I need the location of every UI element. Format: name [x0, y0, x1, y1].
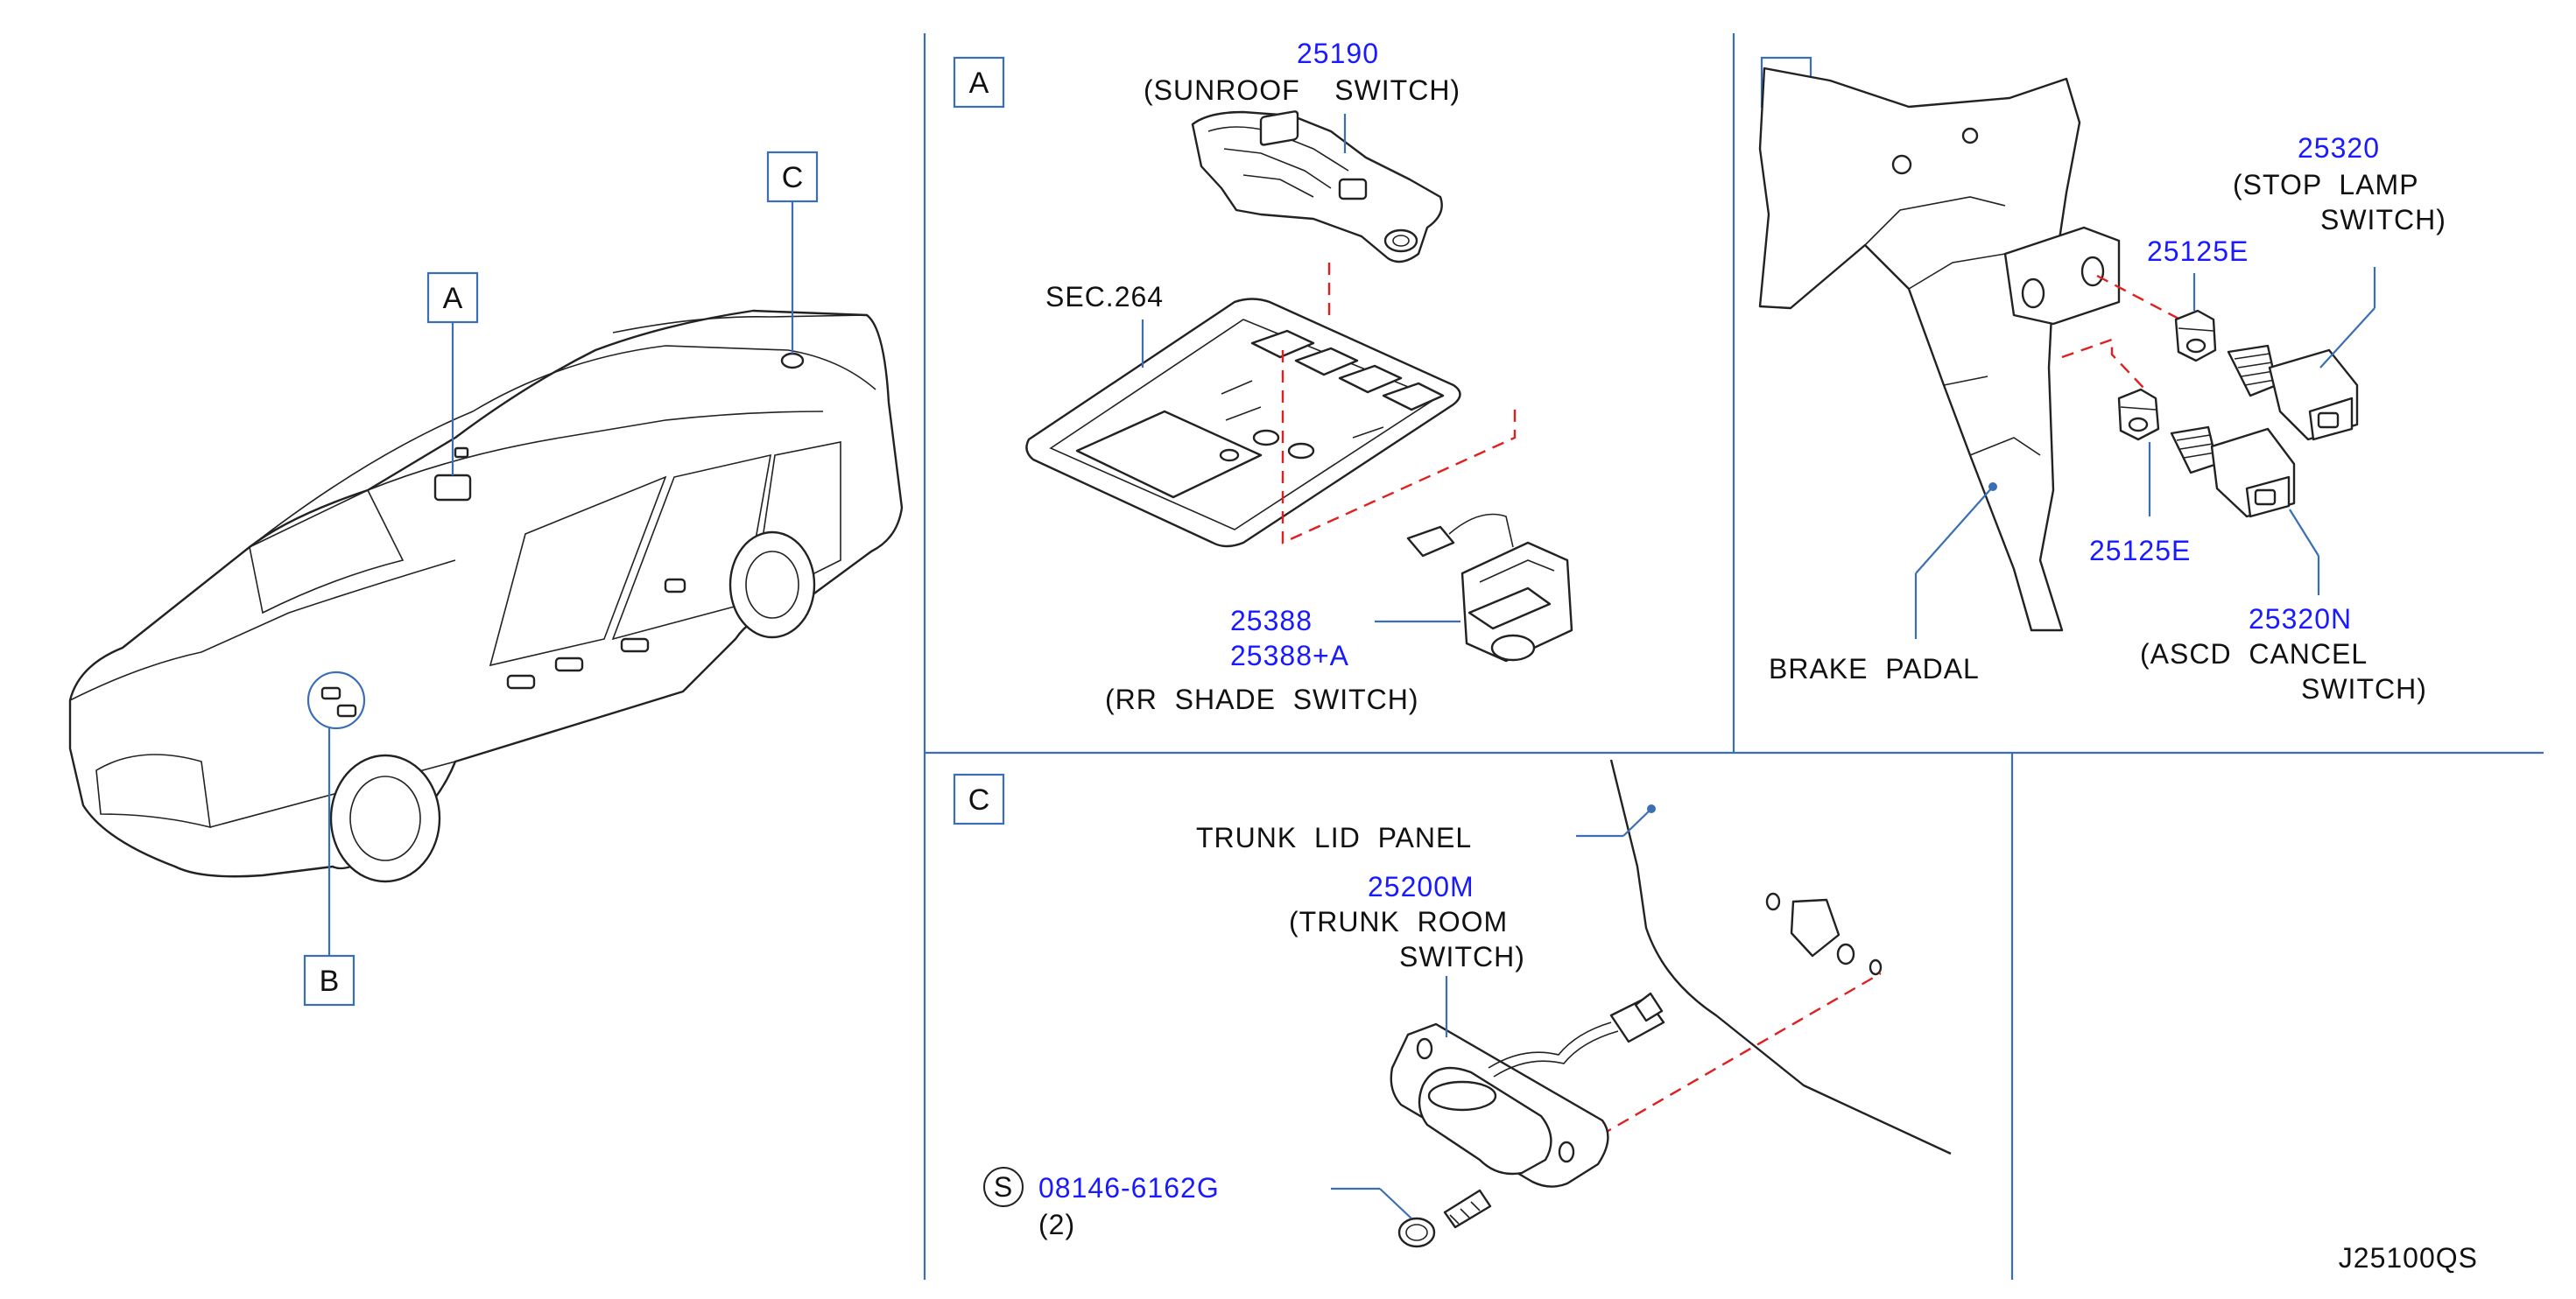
trunk-room-switch-label-line2: SWITCH) — [1399, 941, 1525, 972]
trunk-room-switch-part[interactable] — [1390, 992, 1665, 1188]
rear-shade-switch-part-number-alt[interactable]: 25388+A — [1230, 640, 1349, 671]
svg-text:A: A — [443, 282, 463, 315]
svg-text:C: C — [782, 161, 804, 194]
svg-text:A: A — [969, 67, 989, 100]
trunk-room-switch-part-number[interactable]: 25200M — [1368, 871, 1475, 902]
stop-lamp-leader-diagonal — [2319, 307, 2375, 369]
trunk-lid-leader-diagonal — [1622, 808, 1652, 837]
ascd-leader-diagonal — [2289, 509, 2319, 557]
upper-clip-part[interactable] — [2174, 309, 2217, 362]
assembly-line-ascd — [2061, 338, 2146, 390]
ascd-cancel-switch-part[interactable] — [2170, 425, 2296, 518]
assembly-line-trunk-switch — [1565, 972, 1882, 1157]
lower-clip-part[interactable] — [2117, 388, 2160, 441]
rear-shade-switch-part[interactable] — [1406, 513, 1573, 663]
trunk-lid-panel-label: TRUNK LID PANEL — [1196, 822, 1472, 853]
trunk-lid-panel[interactable] — [1609, 759, 1952, 1155]
svg-text:B: B — [320, 965, 340, 998]
screw-quantity: (2) — [1038, 1209, 1075, 1240]
panel-b: B BRAKE PADAL 25125E — [1758, 56, 2446, 705]
stop-lamp-switch-label-line1: (STOP LAMP — [2233, 169, 2419, 200]
svg-text:S: S — [994, 1171, 1013, 1203]
stop-lamp-switch-part[interactable] — [2227, 344, 2359, 441]
overhead-console-part[interactable] — [1025, 110, 1461, 548]
callout-a[interactable]: A — [426, 271, 479, 475]
callout-c[interactable]: C — [766, 151, 819, 354]
ascd-cancel-switch-part-number[interactable]: 25320N — [2249, 603, 2352, 635]
upper-clip-part-number[interactable]: 25125E — [2147, 235, 2249, 267]
rear-shade-switch-label: (RR SHADE SWITCH) — [1105, 684, 1419, 715]
screw-s-symbol: S — [983, 1167, 1024, 1207]
panel-c-tag: C — [953, 773, 1005, 825]
screw-part[interactable] — [1397, 1189, 1492, 1248]
assembly-line-shade — [1281, 350, 1517, 544]
brake-pedal-label: BRAKE PADAL — [1769, 653, 1980, 685]
rear-shade-switch-part-number[interactable]: 25388 — [1230, 605, 1313, 636]
sunroof-switch-label: (SUNROOF SWITCH) — [1144, 74, 1460, 106]
console-section-reference[interactable]: SEC.264 — [1045, 281, 1164, 312]
lower-clip-part-number[interactable]: 25125E — [2089, 535, 2191, 566]
trunk-room-switch-label-line1: (TRUNK ROOM — [1289, 906, 1508, 937]
panel-c: C TRUNK LID PANEL 25200M — [953, 759, 1952, 1248]
stop-lamp-switch-part-number[interactable]: 25320 — [2298, 132, 2380, 164]
screw-part-number[interactable]: 08146-6162G — [1038, 1172, 1220, 1204]
assembly-line-stop-lamp — [2096, 274, 2181, 321]
panel-a-tag: A — [953, 56, 1005, 109]
screw-leader-diagonal — [1379, 1188, 1412, 1219]
panel-dividers — [923, 33, 2544, 1280]
ascd-cancel-switch-label-line2: SWITCH) — [2301, 673, 2427, 705]
sunroof-switch-part-number[interactable]: 25190 — [1297, 38, 1379, 69]
diagram-code: J25100QS — [2339, 1242, 2478, 1274]
ascd-cancel-switch-label-line1: (ASCD CANCEL — [2140, 638, 2368, 670]
sunroof-switch-part[interactable] — [1191, 110, 1443, 263]
car-overview-illustration — [68, 309, 904, 883]
pedal-leader-diagonal — [1915, 486, 1994, 574]
stop-lamp-switch-label-line2: SWITCH) — [2320, 204, 2446, 235]
svg-text:C: C — [968, 783, 990, 817]
panel-a: A 25190 (SUNROOF SWITCH) — [953, 38, 1573, 715]
callout-b[interactable]: B — [303, 728, 355, 1007]
brake-pedal-bracket[interactable] — [1758, 67, 2121, 632]
